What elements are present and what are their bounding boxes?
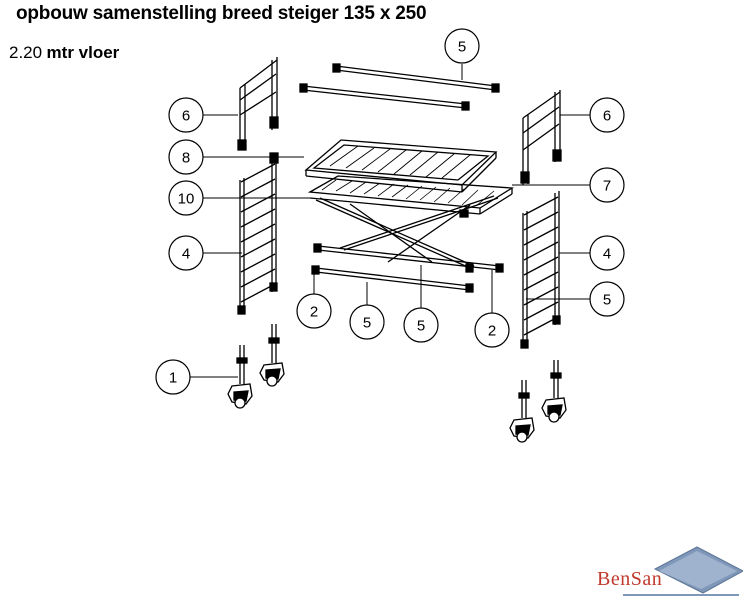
svg-text:5: 5 (458, 39, 466, 56)
castor-wheel-3 (509, 380, 535, 443)
callout-10: 10 (168, 180, 204, 216)
svg-text:10: 10 (178, 191, 195, 208)
callout-2-right: 2 (474, 312, 510, 348)
page-title: opbouw samenstelling breed steiger 135 x… (16, 3, 427, 24)
guardrail-frame-right (520, 90, 562, 185)
svg-text:5: 5 (363, 315, 371, 332)
callout-4-right: 4 (589, 235, 625, 271)
callout-5-mid-1: 5 (349, 304, 385, 340)
castor-wheel-4 (541, 360, 567, 423)
logo-text-second: San (630, 568, 663, 590)
castor-wheel-1 (227, 345, 253, 409)
callout-5-top: 5 (444, 28, 480, 64)
svg-text:2: 2 (488, 323, 496, 340)
logo-wordmark: BenSan (597, 568, 662, 591)
callout-6-left: 6 (168, 97, 204, 133)
callout-1: 1 (155, 359, 191, 395)
svg-text:1: 1 (169, 370, 177, 387)
subtitle-unit: mtr vloer (46, 43, 120, 62)
svg-text:6: 6 (603, 108, 611, 125)
horizontal-brace-bottom (311, 243, 504, 293)
diagonal-braces (315, 195, 499, 273)
svg-text:8: 8 (182, 150, 190, 167)
leader-lines (190, 64, 591, 378)
callout-2-left: 2 (296, 293, 332, 329)
callout-5-mid-2: 5 (403, 307, 439, 343)
ladder-frame-right (520, 191, 561, 349)
bensan-logo (623, 546, 743, 596)
hatch-platform (307, 175, 515, 218)
svg-text:5: 5 (417, 318, 425, 335)
callout-7: 7 (589, 167, 625, 203)
guardrail-frame-left (237, 57, 279, 151)
callout-6-right: 6 (589, 97, 625, 133)
callout-5-right: 5 (589, 281, 625, 317)
logo-text-first: Ben (597, 568, 631, 590)
castor-wheel-2 (259, 324, 285, 387)
horizontal-brace-top (299, 63, 500, 111)
subtitle: 2.20 mtr vloer (9, 43, 119, 63)
ladder-frame-left (237, 152, 279, 315)
svg-text:7: 7 (603, 178, 611, 195)
svg-text:4: 4 (182, 246, 190, 263)
callout-4-left: 4 (168, 235, 204, 271)
subtitle-number: 2.20 (9, 43, 43, 62)
svg-text:2: 2 (310, 304, 318, 321)
callout-8: 8 (168, 139, 204, 175)
svg-text:5: 5 (603, 292, 611, 309)
svg-text:4: 4 (603, 246, 611, 263)
platform-floor (304, 139, 498, 193)
svg-text:6: 6 (182, 108, 190, 125)
